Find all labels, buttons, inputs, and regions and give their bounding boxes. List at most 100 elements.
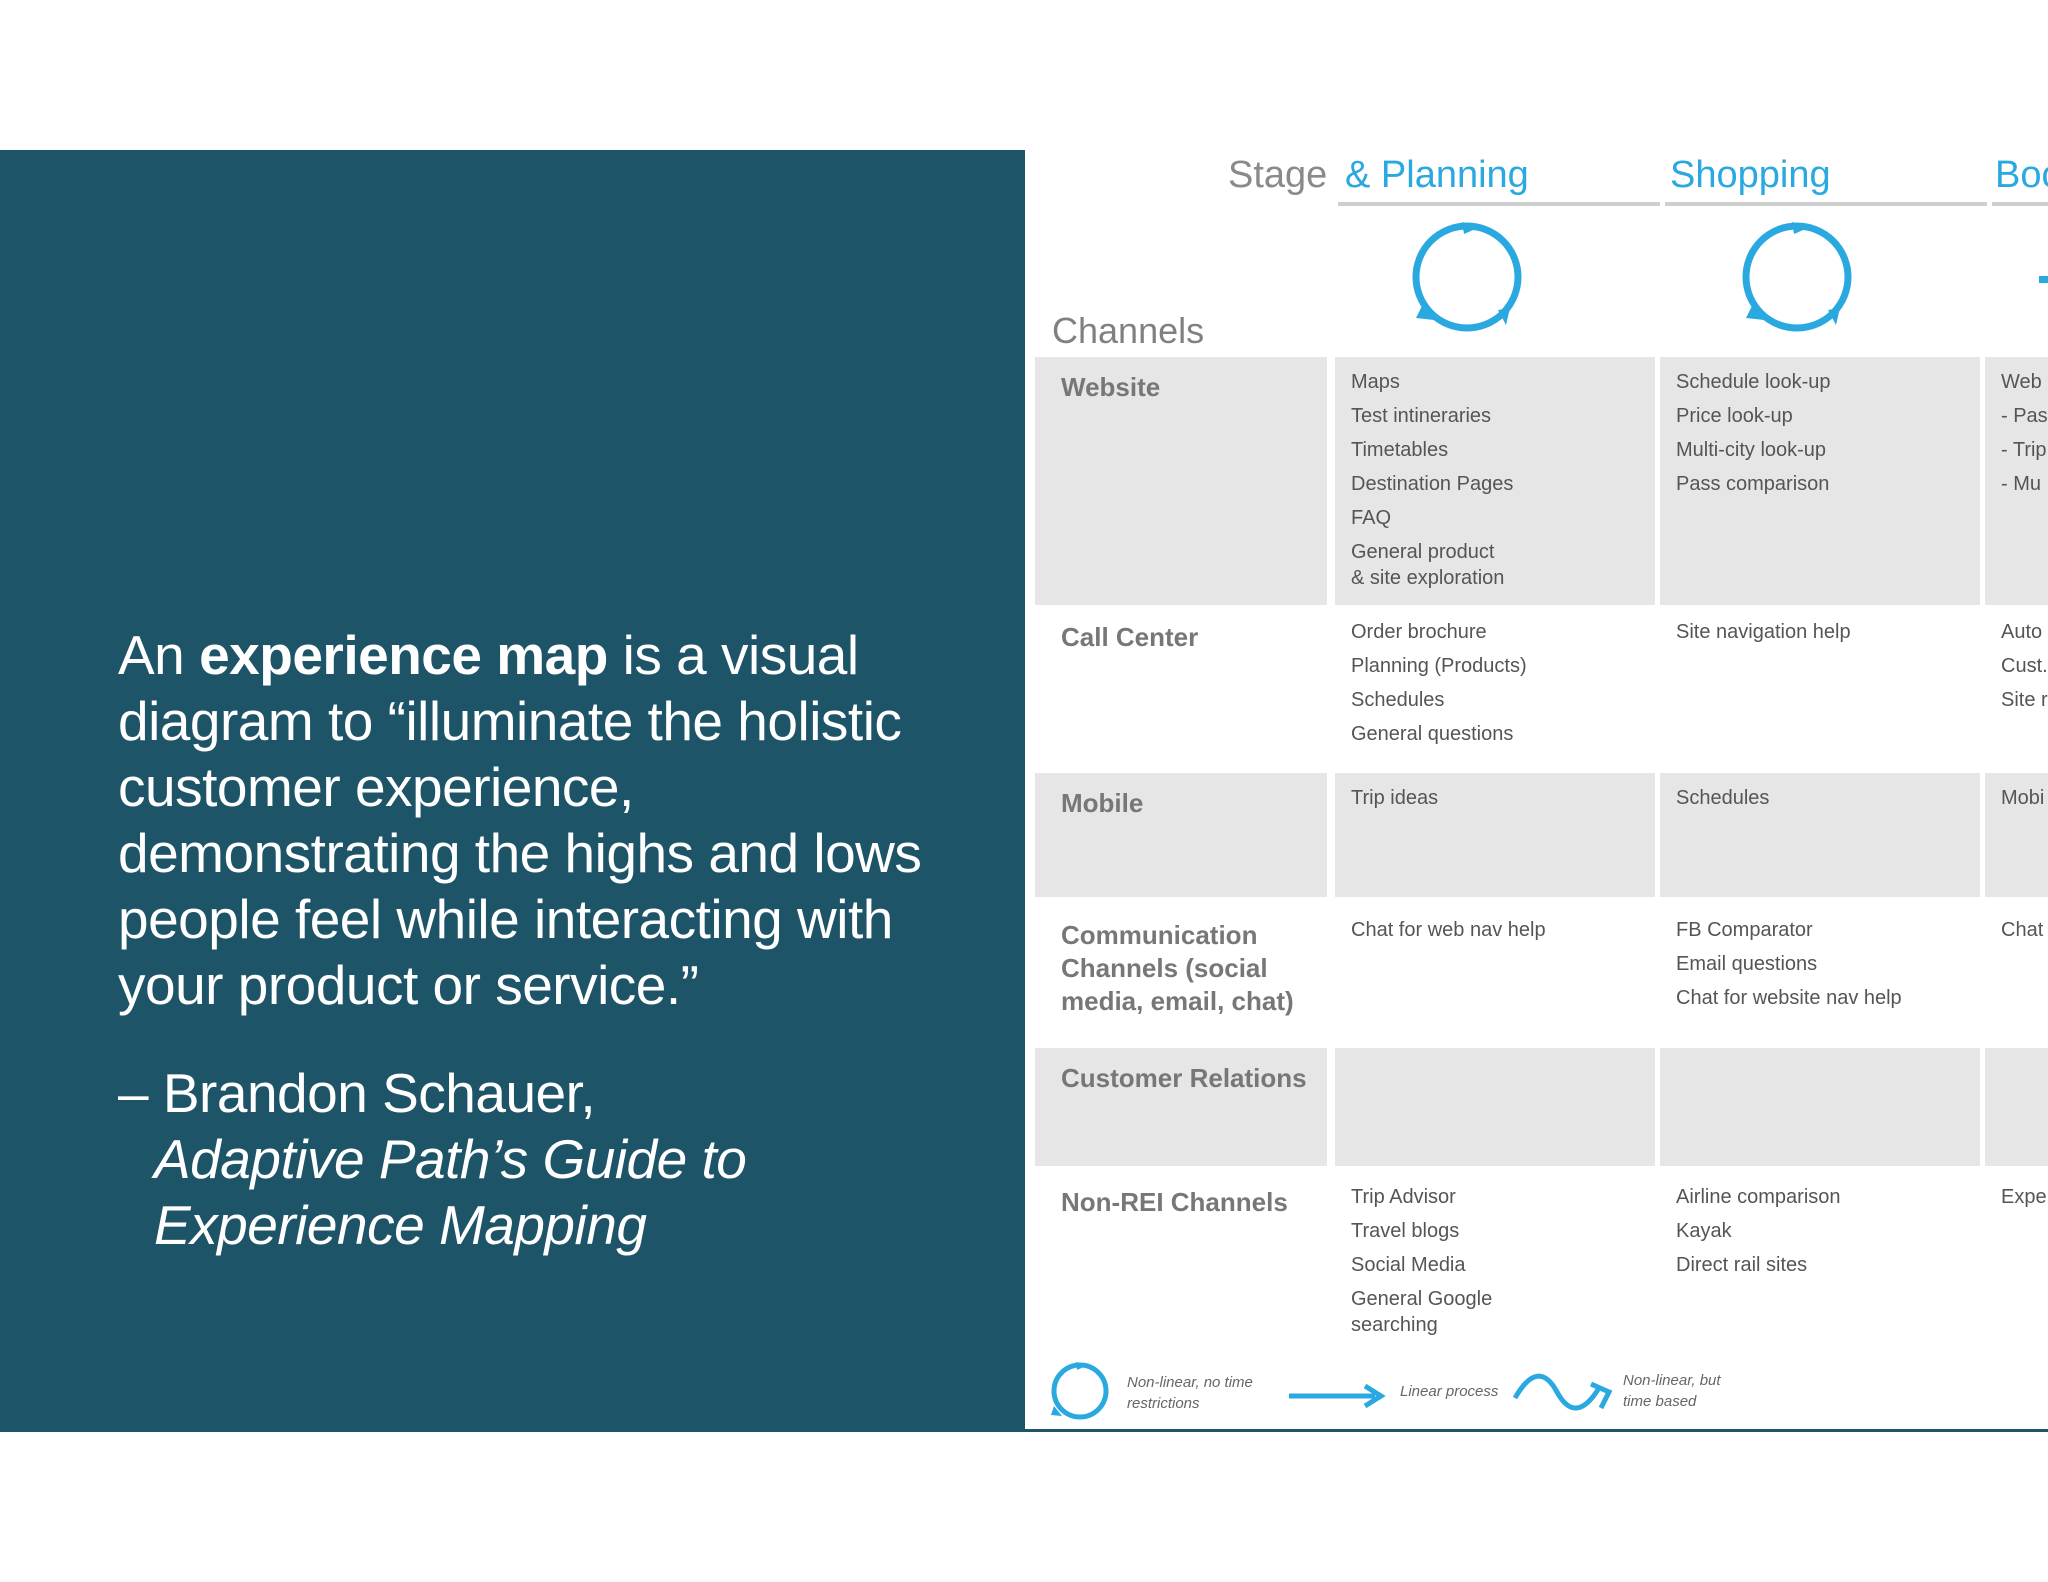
item-list: Expe xyxy=(2001,1184,2047,1218)
cell-planning xyxy=(1335,1048,1655,1166)
divider xyxy=(1025,1429,2048,1432)
item-list: Chat xyxy=(2001,917,2043,951)
stage-label: Stage xyxy=(1228,154,1328,196)
row-label: Non-REI Channels xyxy=(1061,1187,1288,1217)
list-item: Trip ideas xyxy=(1351,787,1439,809)
legend-cycle-icon xyxy=(1051,1362,1109,1420)
list-item: - Trip xyxy=(2001,439,2047,461)
row-label: Website xyxy=(1061,372,1161,402)
cell-shopping: Site navigation help xyxy=(1660,607,1980,735)
list-item: Schedules xyxy=(1676,787,1770,809)
list-item: Timetables xyxy=(1351,439,1449,461)
attribution-author: – Brandon Schauer, xyxy=(118,1062,596,1124)
cycle-icon xyxy=(1412,222,1522,332)
attribution: – Brandon Schauer, Adaptive Path’s Guide… xyxy=(118,1060,978,1258)
quote-post: is a visual diagram to “illuminate the h… xyxy=(118,624,922,1016)
row-label-cell: Communication Channels (social media, em… xyxy=(1035,905,1327,1043)
row-label: Customer Relations xyxy=(1061,1063,1307,1093)
row-label-cell: Website xyxy=(1035,357,1327,605)
list-item: Order brochure xyxy=(1351,621,1487,643)
experience-map-image: Stage & Planning Shopping Boo Channels W… xyxy=(1025,150,2048,1432)
list-item: FB Comparator xyxy=(1676,919,1813,941)
list-item: - Mu xyxy=(2001,473,2041,495)
definition-quote: An experience map is a visual diagram to… xyxy=(118,622,978,1018)
list-item: Email questions xyxy=(1676,953,1818,975)
quote-pre: An xyxy=(118,624,200,686)
list-item: Expe xyxy=(2001,1186,2047,1208)
cell-booking: Web - Pas - Trip - Mu xyxy=(1985,357,2048,605)
list-item: Pass comparison xyxy=(1676,473,1830,495)
list-item: General product & site exploration xyxy=(1351,541,1505,589)
list-item: Auto xyxy=(2001,621,2043,643)
legend-arrow-icon xyxy=(1289,1383,1386,1409)
row-customer-relations: Customer Relations xyxy=(1035,1048,2048,1166)
cell-booking: Chat xyxy=(1985,905,2048,1043)
list-item: Kayak xyxy=(1676,1220,1732,1242)
channels-label: Channels xyxy=(1052,310,1205,351)
list-item: Direct rail sites xyxy=(1676,1254,1808,1276)
list-item: - Pas xyxy=(2001,405,2048,427)
list-item: Maps xyxy=(1351,371,1400,393)
list-item: Destination Pages xyxy=(1351,473,1514,495)
item-list: Schedules xyxy=(1676,785,1769,819)
legend-wave-label: Non-linear, but time based xyxy=(1623,1372,1721,1410)
item-list: Trip ideas xyxy=(1351,785,1438,819)
row-label: Mobile xyxy=(1061,788,1144,818)
row-label-cell: Mobile xyxy=(1035,773,1327,897)
stage-heading-planning: & Planning xyxy=(1345,154,1529,196)
row-label: Communication Channels (social media, em… xyxy=(1061,920,1294,1016)
cell-booking xyxy=(1985,1048,2048,1166)
list-item: General Google searching xyxy=(1351,1288,1493,1336)
stage-rule xyxy=(1665,202,1987,206)
row-label-cell: Non-REI Channels xyxy=(1035,1172,1327,1322)
list-item: Planning (Products) xyxy=(1351,655,1527,677)
list-item: Test intineraries xyxy=(1351,405,1492,427)
cell-booking: Mobi xyxy=(1985,773,2048,897)
cell-shopping xyxy=(1660,1048,1980,1166)
cell-booking: Expe xyxy=(1985,1172,2048,1322)
row-label-cell: Call Center xyxy=(1035,607,1327,735)
stage-rule xyxy=(1992,202,2048,206)
legend-linear-label: Linear process xyxy=(1400,1383,1499,1400)
attribution-source-line-1: Adaptive Path’s Guide to xyxy=(154,1128,747,1190)
list-item: General questions xyxy=(1351,723,1514,745)
item-list: Web - Pas - Trip - Mu xyxy=(2001,369,2048,505)
quote-keyword: experience map xyxy=(199,624,608,686)
list-item: Chat xyxy=(2001,919,2044,941)
list-item: Chat for website nav help xyxy=(1676,987,1902,1009)
list-item: Web xyxy=(2001,371,2042,393)
list-item: Travel blogs xyxy=(1351,1220,1460,1242)
list-item: Site r xyxy=(2001,689,2048,711)
list-item: Airline comparison xyxy=(1676,1186,1841,1208)
legend-cycle-label: Non-linear, no time restrictions xyxy=(1127,1374,1253,1412)
row-communication: Communication Channels (social media, em… xyxy=(1035,905,2048,1043)
stage-rule xyxy=(1338,202,1660,206)
list-item: Chat for web nav help xyxy=(1351,919,1546,941)
cell-planning: Chat for web nav help xyxy=(1335,905,1655,1043)
list-item: FAQ xyxy=(1351,507,1392,529)
quote-panel: An experience map is a visual diagram to… xyxy=(0,150,1025,1432)
list-item: Mobi xyxy=(2001,787,2045,809)
legend-wave-icon xyxy=(1512,1373,1613,1411)
list-item: Social Media xyxy=(1351,1254,1466,1276)
list-item: Schedule look-up xyxy=(1676,371,1831,393)
cell-planning: Trip ideas xyxy=(1335,773,1655,897)
list-item: Multi-city look-up xyxy=(1676,439,1827,461)
attribution-source-line-2: Experience Mapping xyxy=(154,1194,647,1256)
list-item: Trip Advisor xyxy=(1351,1186,1456,1208)
row-label: Call Center xyxy=(1061,622,1199,652)
